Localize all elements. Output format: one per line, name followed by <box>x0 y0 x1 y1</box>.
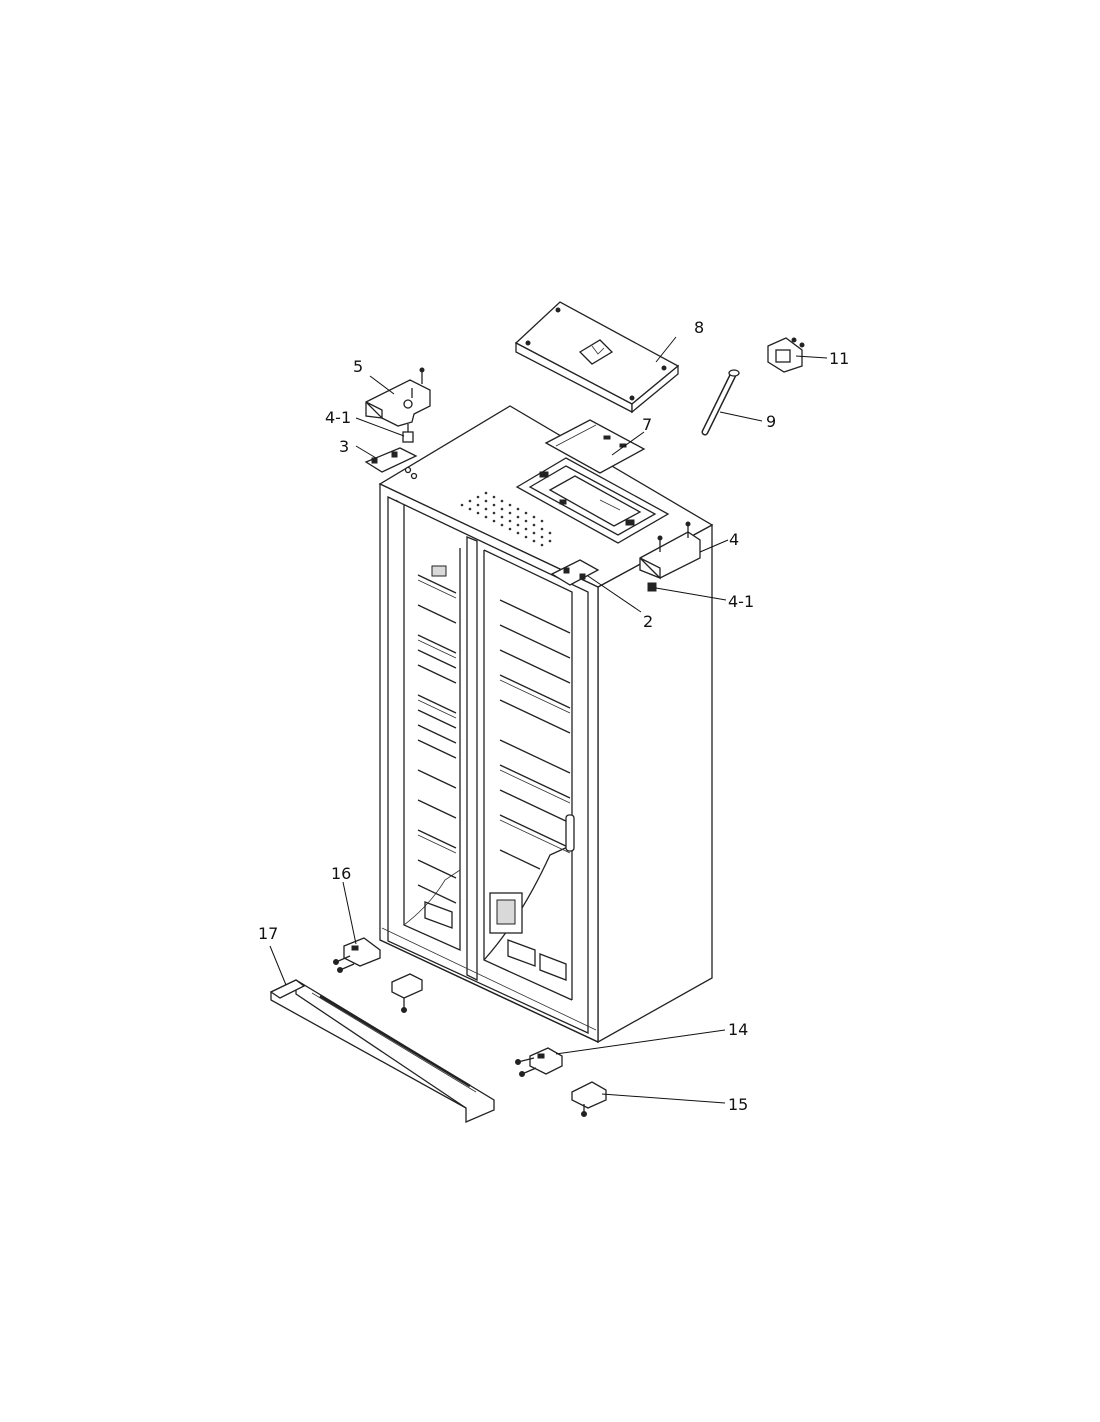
part-11-bracket <box>767 337 805 373</box>
liner-handle <box>565 814 575 852</box>
part-4-hinge-cover-right <box>639 521 701 580</box>
part-5-top-hinge-left <box>365 367 431 427</box>
label-part-3: 3 <box>339 437 349 456</box>
label-part-4-1-left: 4-1 <box>325 408 351 427</box>
part-3-hinge-plate <box>364 447 418 480</box>
part-8-pcb-cover <box>514 301 680 414</box>
label-part-2: 2 <box>643 612 653 631</box>
label-part-11: 11 <box>829 349 849 368</box>
freezer-shelf-rails <box>417 565 457 904</box>
label-part-9: 9 <box>766 412 776 431</box>
part-number-labels: 8 11 5 4-1 9 7 3 4 4-1 2 16 17 14 15 <box>258 318 849 1114</box>
part-7-pcb-assembly <box>515 419 670 544</box>
part-17-base-plate <box>269 979 495 1123</box>
cabinet-body <box>378 405 714 1044</box>
part-4-1-pin-left <box>402 424 414 443</box>
leader-lines <box>269 336 828 1104</box>
label-part-15: 15 <box>728 1095 748 1114</box>
label-part-17: 17 <box>258 924 278 943</box>
label-part-16: 16 <box>331 864 351 883</box>
part-2-hinge-bracket <box>550 559 600 586</box>
part-15-hinge-pin <box>571 1081 607 1117</box>
part-14-bottom-hinge-right <box>515 1047 563 1077</box>
part-4-1-pin-right <box>647 582 657 592</box>
label-part-5: 5 <box>353 357 363 376</box>
part-9-water-tube <box>701 369 740 436</box>
fridge-shelf-rails <box>499 599 571 870</box>
bottom-hinge-pin-left <box>391 973 423 1013</box>
label-part-14: 14 <box>728 1020 748 1039</box>
label-part-4-1-right: 4-1 <box>728 592 754 611</box>
label-part-8: 8 <box>694 318 704 337</box>
part-16-bottom-hinge-left <box>333 937 381 973</box>
top-vent-holes <box>460 491 552 547</box>
label-part-4: 4 <box>729 530 739 549</box>
label-part-7: 7 <box>642 415 652 434</box>
